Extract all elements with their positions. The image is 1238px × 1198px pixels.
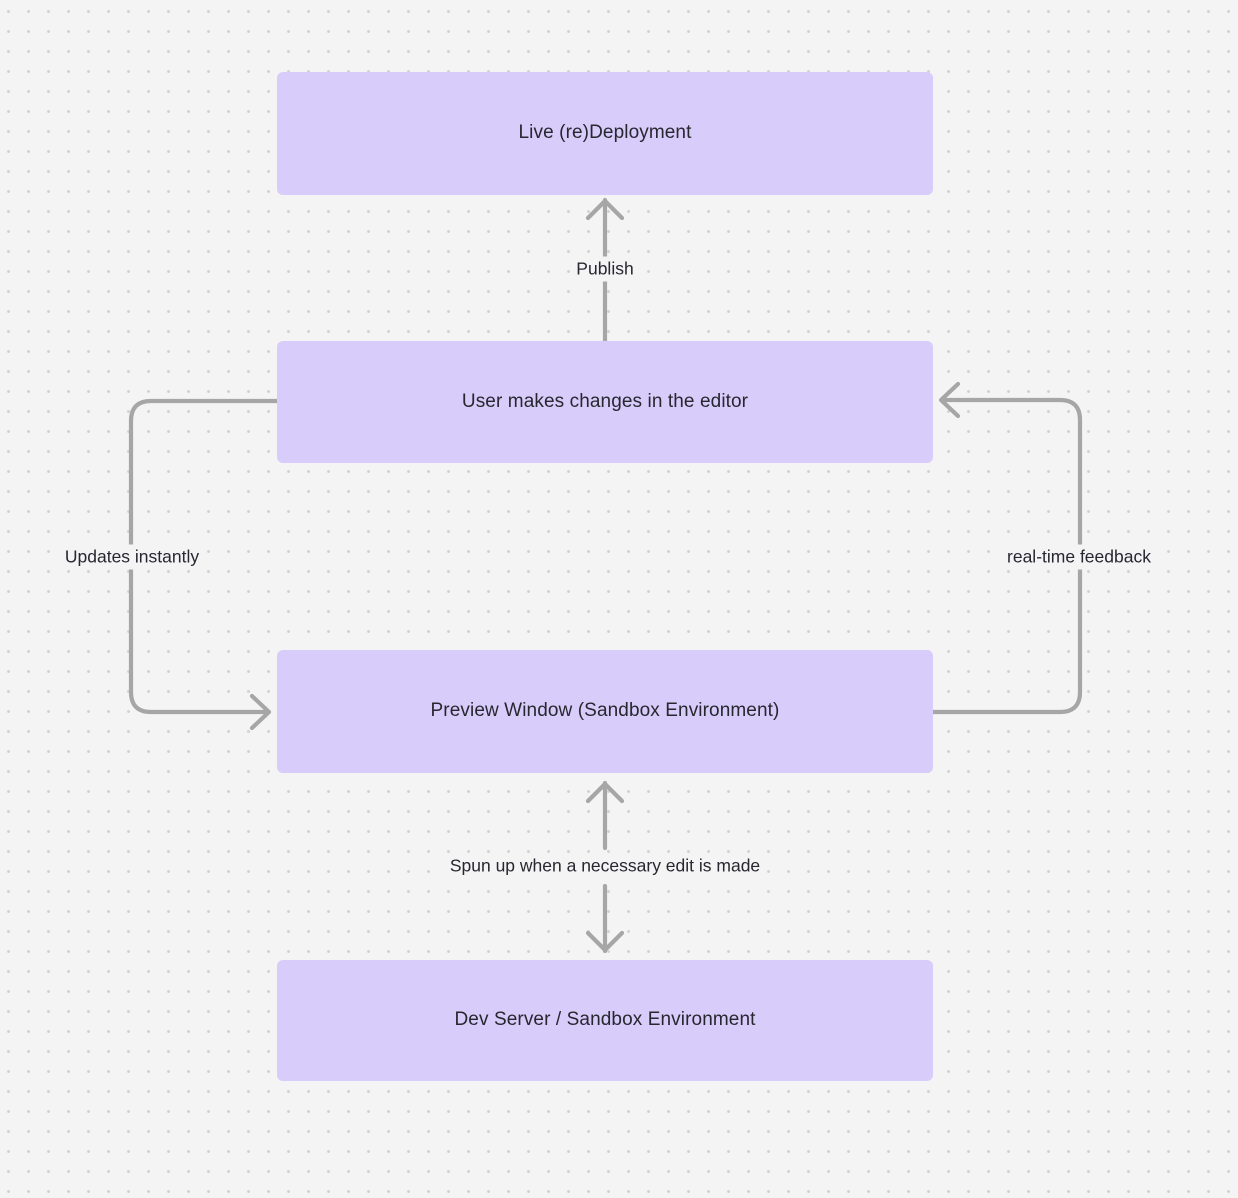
edge-label-updates-instantly: Updates instantly xyxy=(58,544,206,570)
edge-label-real-time-feedback: real-time feedback xyxy=(1001,544,1157,570)
node-live-deployment[interactable]: Live (re)Deployment xyxy=(277,72,933,195)
node-preview-window-label: Preview Window (Sandbox Environment) xyxy=(430,700,780,722)
edge-spin-up-arrowhead-up xyxy=(585,781,625,804)
node-dev-server-label: Dev Server / Sandbox Environment xyxy=(454,1009,756,1031)
edge-real-time-feedback-arrowhead xyxy=(938,381,961,419)
node-live-deployment-label: Live (re)Deployment xyxy=(518,122,692,144)
edge-label-publish: Publish xyxy=(570,256,640,282)
edge-updates-instantly-arrowhead xyxy=(249,693,272,731)
edge-publish-arrowhead xyxy=(585,198,625,221)
node-dev-server[interactable]: Dev Server / Sandbox Environment xyxy=(277,960,933,1081)
edge-spin-up-arrowhead-down xyxy=(585,930,625,953)
node-preview-window[interactable]: Preview Window (Sandbox Environment) xyxy=(277,650,933,773)
edge-label-spin-up: Spun up when a necessary edit is made xyxy=(443,853,767,879)
node-user-edits[interactable]: User makes changes in the editor xyxy=(277,341,933,463)
node-user-edits-label: User makes changes in the editor xyxy=(461,390,749,412)
